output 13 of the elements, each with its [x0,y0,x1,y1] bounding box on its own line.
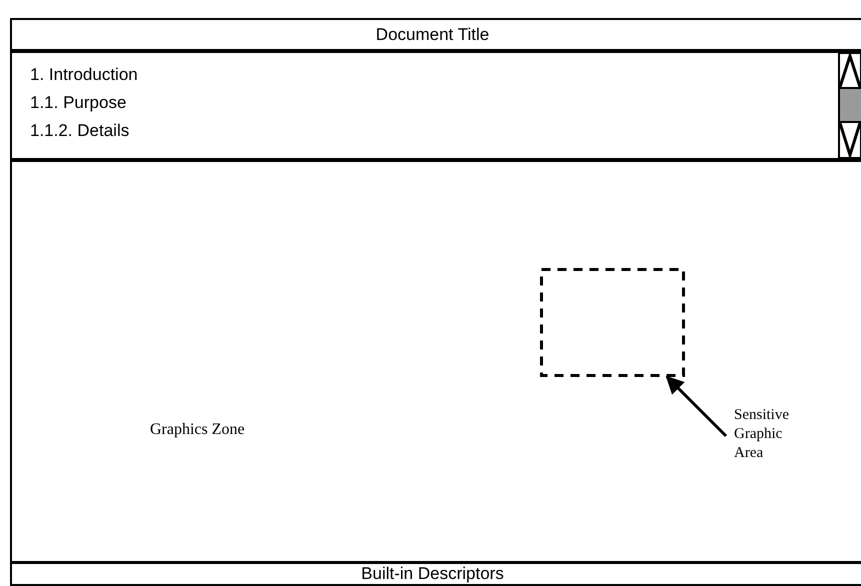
callout-label: Sensitive Graphic Area [733,406,790,463]
heading-entry: 1. Introduction [30,64,138,86]
contents-panel [10,51,861,160]
descriptor-band [10,562,861,586]
zone-label: Graphics Zone [150,420,245,440]
dashed-region [540,268,685,377]
arrow [666,376,728,438]
band-title: Built-in Descriptors [360,564,505,584]
title-band [10,18,861,51]
heading-entry: 1.1.2. Details [30,120,130,142]
graphics-panel [10,160,861,563]
band-title: Document Title [374,25,490,45]
heading-entry: 1.1. Purpose [30,92,128,114]
